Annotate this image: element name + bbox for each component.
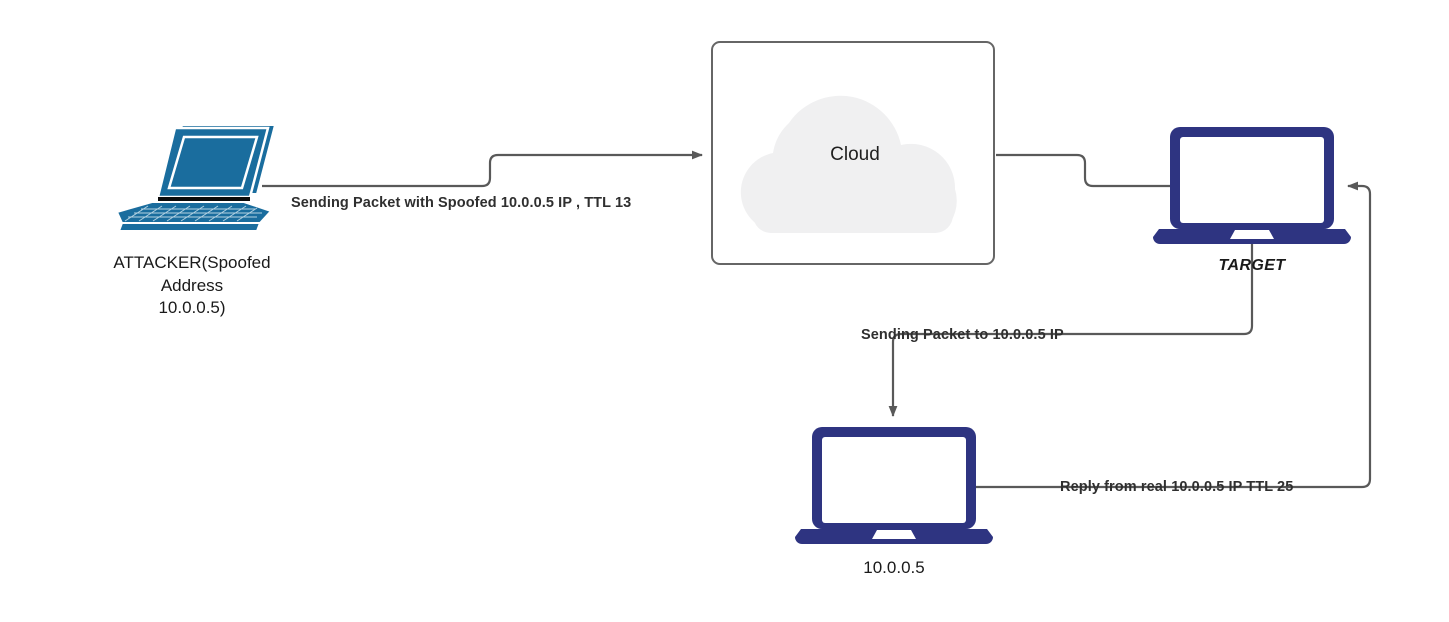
- node-attacker[interactable]: [105, 118, 280, 233]
- wire-attacker-to-cloud: [262, 150, 703, 188]
- laptop-icon: [795, 427, 993, 544]
- wire-cloud-to-target: [996, 153, 1170, 188]
- edge-label-attacker-to-cloud: Sending Packet with Spoofed 10.0.0.5 IP …: [291, 195, 632, 211]
- node-cloud[interactable]: Cloud: [711, 41, 995, 265]
- target-caption: TARGET: [1218, 257, 1286, 274]
- laptop-icon: [1153, 127, 1351, 244]
- cloud-label: Cloud: [830, 144, 880, 165]
- attacker-caption-line-1: ATTACKER(Spoofed: [113, 253, 271, 272]
- edge-label-victim-to-target: Reply from real 10.0.0.5 IP TTL 25: [1060, 479, 1294, 495]
- node-victim[interactable]: [795, 425, 993, 545]
- attacker-caption: ATTACKER(Spoofed Address 10.0.0.5): [62, 252, 322, 320]
- edge-label-target-to-victim: Sending Packet to 10.0.0.5 IP: [861, 327, 1064, 343]
- node-target[interactable]: [1153, 125, 1351, 245]
- victim-caption: 10.0.0.5: [863, 558, 925, 577]
- cloud-icon: [740, 95, 957, 233]
- attacker-caption-line-3: 10.0.0.5): [158, 298, 226, 318]
- laptop-isometric-icon: [115, 124, 277, 232]
- attacker-caption-line-2: Address: [160, 275, 224, 295]
